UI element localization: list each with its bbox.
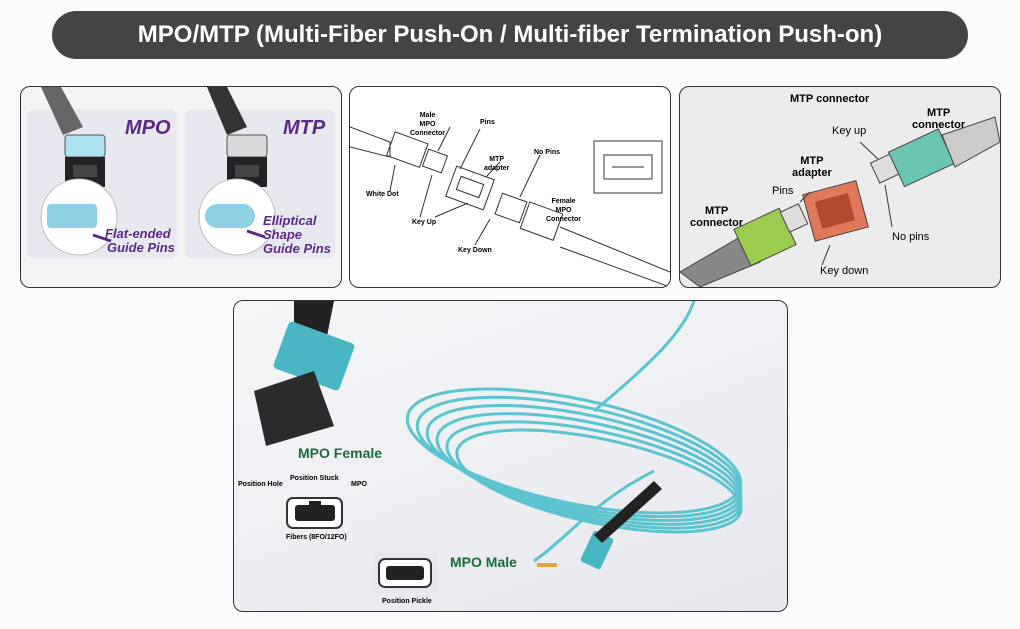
mpo-label: MPO [351,481,367,488]
position-hole-label: Position Hole [238,481,283,488]
adapter-image [802,179,869,242]
leader-lines [799,141,893,266]
adapter-label: MTP adapter [792,155,832,179]
right-connector-label: MTP connector [912,107,965,131]
no-pins-label: No Pins [534,149,561,156]
adapter-label: MTP adapter [484,155,509,173]
mpo-cable-panel: MPO Female Position Hole Position Stuck … [233,300,788,612]
female-connector-line2: MPO [555,207,572,214]
male-connector-drawing [350,126,449,174]
male-end-face-icon [373,553,438,593]
position-pickle-label: Position Pickle [382,598,432,605]
female-connector-image [254,301,355,446]
mtp-pin-caption-line3: Guide Pins [263,241,331,256]
mpo-pin-caption: Flat-ended Guide Pins [105,227,175,255]
mtp-connector-image [207,87,268,187]
pins-label: Pins [772,185,794,197]
mpo-pin-caption-line2: Guide Pins [107,240,175,255]
male-connector-label: Male MPO Connector [410,111,445,138]
mpo-female-label: MPO Female [298,445,383,461]
male-connector-line2: MPO [419,121,436,128]
page-title: MPO/MTP (Multi-Fiber Push-On / Multi-fib… [52,11,968,59]
guide-pins-panel: MPO MTP Flat-ended Guide Pins Elliptical… [20,86,342,288]
mtp-connector-title: MTP connector [790,93,870,105]
adapter-line2: adapter [484,165,510,172]
left-connector-image [680,203,809,287]
flat-guide-pin-image [47,204,97,228]
fibers-label: Fibers (8FO/12FO) [286,534,347,541]
adapter-line1: MTP [800,155,824,167]
mtp-pin-caption-line2: Shape [263,227,303,242]
adapter-line1: MTP [489,156,505,163]
mpo-title: MPO [125,117,171,139]
mtp-connector-panel: MTP connector MTP connector Key up MTP a… [679,86,1001,288]
female-connector-label: Female MPO Connector [546,197,581,224]
female-connector-drawing [494,192,670,287]
key-up-label: Key Up [412,219,437,226]
left-connector-label: MTP connector [690,205,743,229]
right-connector-image [869,116,1000,188]
adapter-line2: adapter [792,167,832,179]
male-connector-image [537,481,662,570]
elliptical-guide-pin-image [205,204,255,228]
left-connector-line1: MTP [704,205,729,217]
cable-coil-image [405,301,743,563]
key-up-label: Key up [832,125,867,137]
key-down-label: Key down [820,265,869,277]
mtp-pointer-arrow [246,229,266,239]
right-connector-line2: connector [912,119,966,131]
mtp-title: MTP [283,117,326,139]
mpo-male-label: MPO Male [450,554,517,570]
mtp-pin-caption-line1: Elliptical [263,213,317,228]
leader-lines [389,126,541,246]
no-pins-label: No pins [892,231,930,243]
position-stuck-label: Position Stuck [290,475,339,482]
adapter-drawing [445,165,495,211]
male-connector-line1: Male [419,112,436,119]
mtp-pin-caption: Elliptical Shape Guide Pins [263,214,331,256]
left-connector-line2: connector [690,217,744,229]
right-connector-line1: MTP [926,107,951,119]
white-dot-label: White Dot [366,191,399,198]
mpo-pointer-arrow [92,233,112,243]
male-connector-line3: Connector [410,130,445,137]
female-connector-line3: Connector [546,216,581,223]
female-end-face-icon [286,497,343,529]
pins-label: Pins [480,119,495,126]
mpo-connector-image [41,87,106,187]
end-face-drawing [593,140,663,194]
mpo-pin-caption-line1: Flat-ended [105,226,171,241]
female-connector-line1: Female [551,198,576,205]
line-drawing-panel: Male MPO Connector Pins MTP adapter No P… [349,86,671,288]
key-down-label: Key Down [458,247,492,254]
